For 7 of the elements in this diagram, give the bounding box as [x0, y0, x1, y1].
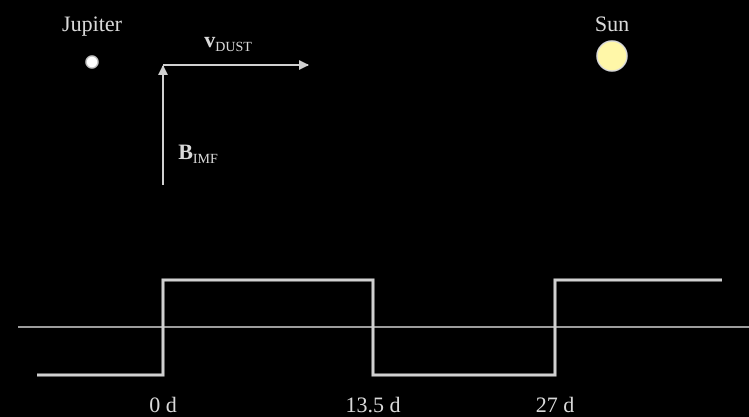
node-label: Sun: [594, 12, 630, 36]
node-label: Jupiter: [62, 12, 122, 36]
tick-label: 0 d: [149, 393, 177, 417]
vector-label: v$_{DUST}$: [204, 28, 252, 57]
tick-label: 27 d: [536, 393, 574, 417]
tick-label: 13.5 d: [346, 393, 400, 417]
vector-label: B$_{IMF}$: [178, 140, 218, 169]
